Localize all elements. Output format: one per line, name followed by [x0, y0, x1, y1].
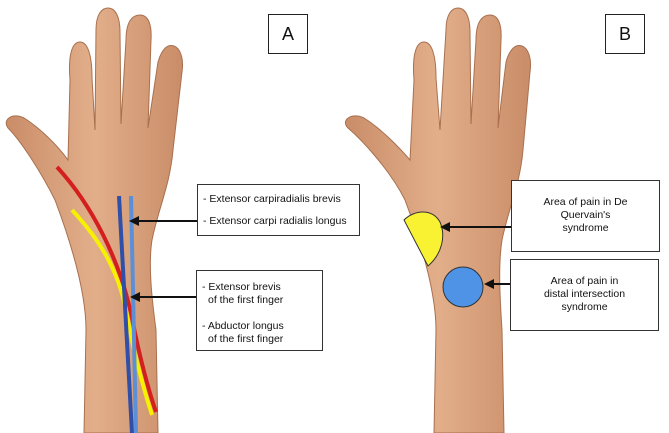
- tendon-light-blue: [129, 195, 138, 433]
- hand-a: [5, 7, 197, 433]
- panel-b-label: B: [605, 14, 645, 54]
- label-text: - Extensor brevis: [202, 281, 281, 293]
- pain-area-intersection: [442, 266, 484, 308]
- label-text: distal intersection: [543, 288, 626, 300]
- label-text: syndrome: [561, 301, 608, 313]
- label-text: Quervain's: [560, 209, 611, 221]
- label-text: - Abductor longus: [202, 320, 284, 332]
- tendon-dark-blue: [117, 195, 134, 433]
- panel-a-label: A: [268, 14, 308, 54]
- arrow-b1: [440, 222, 511, 232]
- arrow-a2: [130, 292, 196, 302]
- label-box-de-quervain: Area of pain in De Quervain's syndrome: [511, 180, 660, 252]
- label-text: Area of pain in De: [543, 196, 628, 208]
- label-box-extensor-carpi: - Extensor carpiradialis brevis - Extens…: [197, 184, 360, 236]
- label-text: syndrome: [562, 222, 609, 234]
- hand-b: [344, 7, 531, 433]
- tendon-red: [55, 165, 158, 413]
- arrow-a1: [129, 216, 197, 226]
- label-text: - Extensor carpiradialis brevis: [203, 193, 341, 205]
- label-text: - Extensor carpi radialis longus: [203, 215, 347, 227]
- label-text: of the first finger: [208, 333, 284, 345]
- arrow-b2: [484, 279, 510, 289]
- label-box-intersection: Area of pain in distal intersection synd…: [510, 259, 659, 331]
- label-box-first-finger: - Extensor brevis of the first finger - …: [196, 270, 323, 351]
- label-text: of the first finger: [208, 294, 284, 306]
- label-text: Area of pain in: [550, 275, 619, 287]
- pain-area-de-quervain: [403, 211, 444, 267]
